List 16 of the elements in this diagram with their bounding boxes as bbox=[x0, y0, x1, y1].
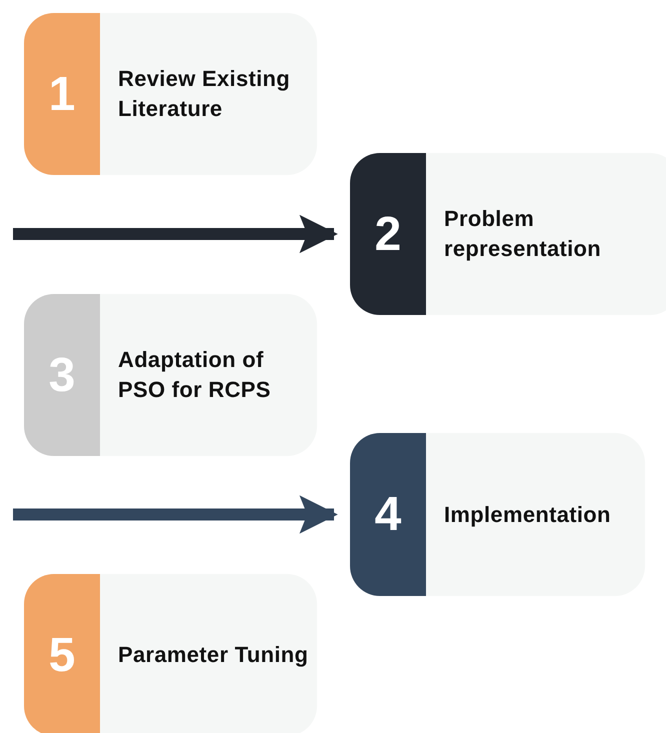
step-title: Implementation bbox=[444, 500, 611, 529]
step-title: Problem representation bbox=[444, 205, 602, 263]
step-number: 5 bbox=[48, 628, 76, 682]
step-card bbox=[24, 294, 317, 456]
step-card bbox=[350, 153, 666, 315]
step-card bbox=[350, 433, 645, 596]
step-card bbox=[24, 13, 317, 175]
arrow bbox=[13, 495, 338, 534]
step-number: 2 bbox=[374, 206, 402, 262]
step-number: 4 bbox=[374, 487, 402, 542]
step-card bbox=[24, 574, 317, 733]
step-title: Parameter Tuning bbox=[118, 641, 308, 669]
step-number: 1 bbox=[48, 66, 76, 122]
step-title: Adaptation of PSO for RCPS bbox=[118, 346, 272, 404]
arrow bbox=[13, 214, 338, 254]
step-title: Review Existing Literature bbox=[118, 65, 292, 123]
